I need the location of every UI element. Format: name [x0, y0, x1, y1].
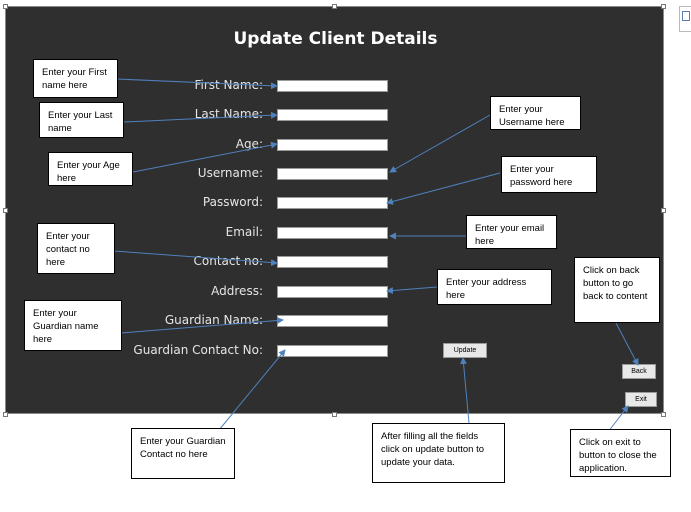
back-button[interactable]: Back — [622, 364, 656, 379]
callout-contact: Enter your contact no here — [37, 223, 115, 274]
arrow-back — [615, 322, 639, 366]
arrow-guardian-name — [120, 316, 284, 334]
arrow-password — [386, 172, 501, 205]
callout-first-name: Enter your First name here — [33, 59, 118, 98]
selection-handle — [661, 412, 666, 417]
selection-handle — [332, 4, 337, 9]
arrow-exit — [607, 405, 629, 433]
age-label: Age: — [235, 137, 263, 151]
password-input[interactable] — [277, 197, 388, 209]
callout-username: Enter your Username here — [490, 96, 581, 130]
first-name-input[interactable] — [277, 80, 388, 92]
window-title: Update Client Details — [233, 29, 438, 49]
guardian-contact-input[interactable] — [277, 345, 388, 357]
selection-handle — [3, 208, 8, 213]
email-input[interactable] — [277, 227, 388, 239]
address-label: Address: — [211, 284, 263, 298]
age-input[interactable] — [277, 139, 388, 151]
selection-handle — [3, 4, 8, 9]
username-input[interactable] — [277, 168, 388, 180]
exit-button[interactable]: Exit — [625, 392, 657, 407]
callout-last-name: Enter your Last name — [39, 102, 124, 138]
arrow-age — [132, 141, 278, 173]
callout-password: Enter your password here — [501, 156, 597, 193]
selection-handle — [332, 412, 337, 417]
layout-options-icon[interactable] — [679, 6, 691, 32]
callout-update: After filling all the fields click on up… — [372, 423, 505, 483]
guardian-contact-label: Guardian Contact No: — [133, 343, 263, 357]
arrow-address — [386, 286, 438, 295]
selection-handle — [661, 208, 666, 213]
arrow-contact — [113, 250, 278, 267]
contact-label: Contact no: — [193, 254, 264, 268]
last-name-input[interactable] — [277, 109, 388, 121]
arrow-guardian-contact — [218, 349, 286, 431]
callout-exit: Click on exit to button to close the app… — [570, 429, 671, 477]
callout-back: Click on back button to go back to conte… — [574, 257, 660, 323]
arrow-first-name — [116, 78, 278, 90]
callout-guardian-contact: Enter your Guardian Contact no here — [131, 428, 235, 479]
selection-handle — [3, 412, 8, 417]
guardian-name-input[interactable] — [277, 315, 388, 327]
address-input[interactable] — [277, 286, 388, 298]
first-name-label: First Name: — [194, 78, 263, 92]
email-label: Email: — [225, 225, 263, 239]
callout-address: Enter your address here — [437, 269, 552, 305]
arrow-last-name — [122, 111, 278, 123]
arrow-username — [389, 114, 491, 173]
username-label: Username: — [197, 166, 263, 180]
callout-email: Enter your email here — [466, 215, 557, 249]
callout-age: Enter your Age here — [48, 152, 133, 186]
contact-input[interactable] — [277, 256, 388, 268]
arrow-update — [460, 357, 470, 424]
password-label: Password: — [202, 195, 263, 209]
callout-guardian-name: Enter your Guardian name here — [24, 300, 122, 351]
selection-handle — [661, 4, 666, 9]
